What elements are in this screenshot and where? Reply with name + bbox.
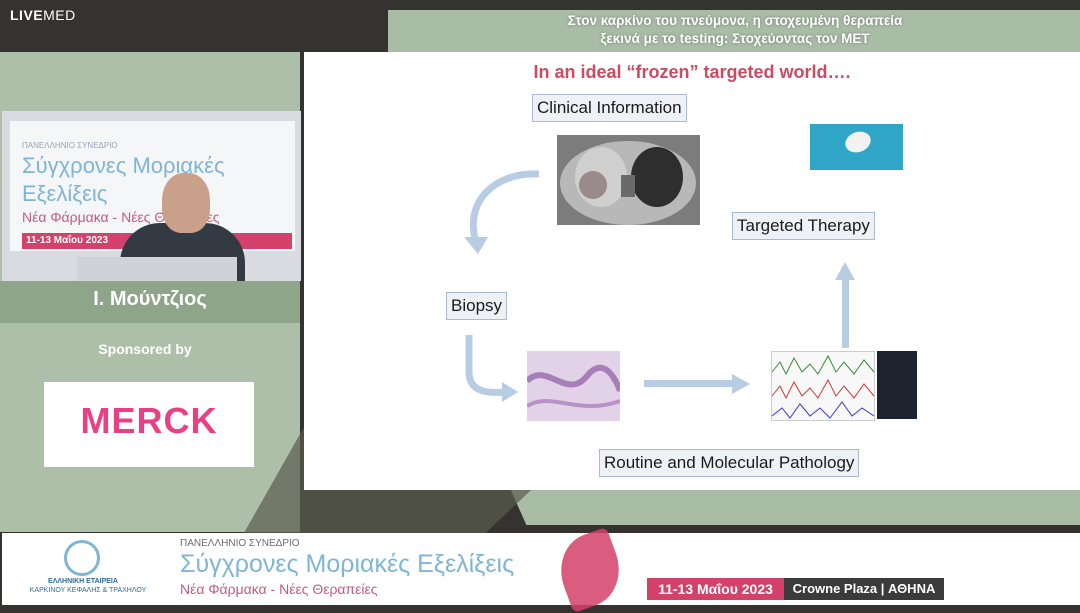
workflow-arrows bbox=[464, 170, 855, 402]
biopsy-box: Biopsy bbox=[446, 292, 508, 320]
presentation-slide bbox=[304, 52, 1080, 490]
slide-title-line1: Στον καρκίνο του πνεύμονα, η στοχευμένη … bbox=[567, 13, 903, 28]
speaker-name-bar bbox=[0, 281, 300, 323]
backdrop-small-text: ΠΑΝΕΛΛΗΝΙΟ ΣΥΝΕΔΡΙΟ bbox=[22, 141, 118, 150]
merck-logo: MERCK bbox=[80, 400, 218, 441]
speaker-video[interactable]: ΠΑΝΕΛΛΗΝΙΟ ΣΥΝΕΔΡΙΟ Σύγχρονες Μοριακές Ε… bbox=[2, 111, 301, 281]
slide-heading: In an ideal “frozen” targeted world…. bbox=[533, 62, 851, 82]
logo-med-text: MED bbox=[43, 7, 76, 23]
footer-title: Σύγχρονες Μοριακές Εξελίξεις bbox=[180, 550, 515, 578]
sponsor-logo-box[interactable] bbox=[44, 382, 254, 467]
slide-title-line2: ξεκινά με το testing: Στοχεύοντας τον ME… bbox=[600, 31, 870, 46]
fish-image bbox=[877, 351, 917, 419]
logo-live-text: LIVE bbox=[10, 7, 44, 23]
society-logo-icon bbox=[64, 540, 100, 576]
speaker-head bbox=[162, 173, 210, 233]
footer-venue: Crowne Plaza | ΑΘΗΝΑ bbox=[784, 578, 944, 600]
histology-image bbox=[524, 351, 623, 421]
clinical-information-box: Clinical Information bbox=[532, 94, 687, 122]
podium-laptop bbox=[77, 257, 237, 281]
backdrop-title-line2: Εξελίξεις bbox=[22, 181, 108, 206]
sponsored-by-label: Sponsored by bbox=[98, 341, 192, 357]
footer-date: 11-13 Μαΐου 2023 bbox=[647, 578, 784, 600]
footer-small-text: ΠΑΝΕΛΛΗΝΙΟ ΣΥΝΕΔΡΙΟ bbox=[180, 538, 300, 549]
slide-title: Στον καρκίνο του πνεύμονα, η στοχευμένη … bbox=[470, 12, 1000, 48]
speaker-name: Ι. Μούντζιος bbox=[93, 288, 207, 310]
targeted-therapy-box: Targeted Therapy bbox=[732, 212, 875, 240]
livemed-logo: LIVEMED bbox=[10, 7, 76, 23]
society-name-line1: ΕΛΛΗΝΙΚΗ ΕΤΑΙΡΕΙΑ bbox=[48, 578, 118, 585]
sequencing-chart-image bbox=[771, 351, 875, 421]
pathology-box: Routine and Molecular Pathology bbox=[599, 449, 860, 477]
ct-scan-image bbox=[557, 135, 700, 225]
footer-subtitle: Νέα Φάρμακα - Νέες Θεραπείες bbox=[180, 581, 378, 597]
society-name-line2: ΚΑΡΚΙΝΟΥ ΚΕΦΑΛΗΣ & ΤΡΑΧΗΛΟΥ bbox=[29, 587, 147, 594]
